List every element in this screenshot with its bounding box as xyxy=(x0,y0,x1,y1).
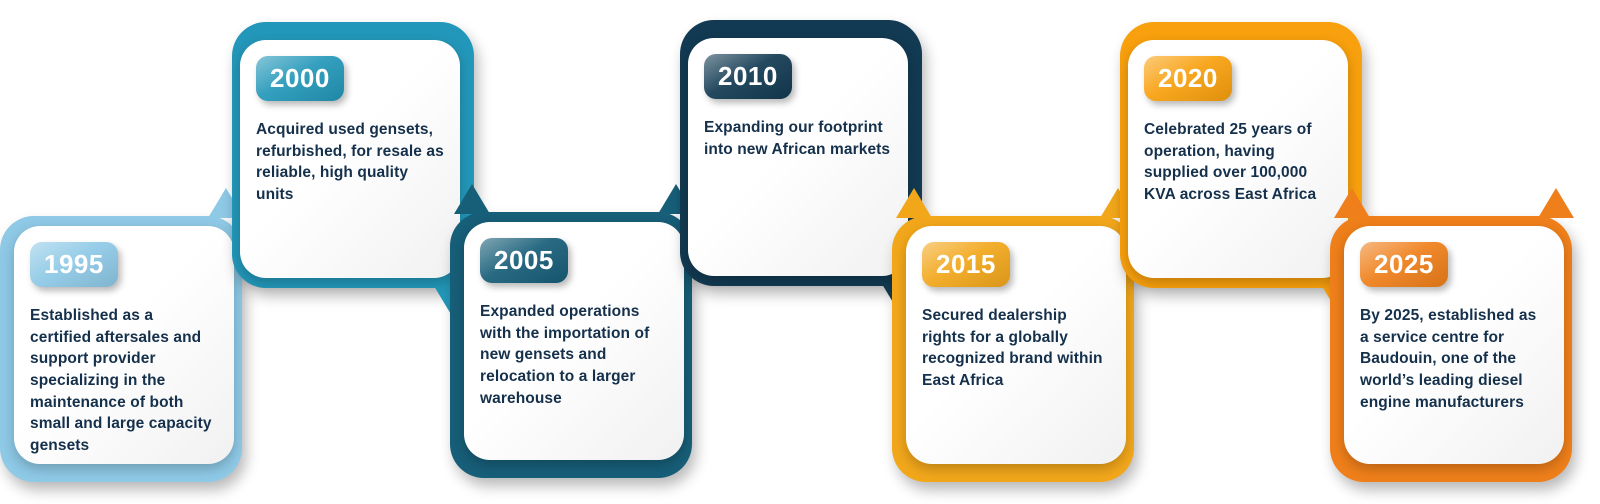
milestone-text: Acquired used gensets, refurbished, for … xyxy=(256,121,444,204)
card-panel: 1995 Established as a certified aftersal… xyxy=(14,226,234,464)
timeline-card-2015: 2015 Secured dealership rights for a glo… xyxy=(892,188,1136,482)
year-badge: 1995 xyxy=(30,242,118,287)
card-panel: 2020 Celebrated 25 years of operation, h… xyxy=(1128,40,1348,278)
milestone-text: Celebrated 25 years of operation, having… xyxy=(1144,121,1317,204)
card-panel: 2005 Expanded operations with the import… xyxy=(464,222,684,460)
timeline-card-2010: 2010 Expanding our footprint into new Af… xyxy=(680,20,922,314)
card-panel: 2025 By 2025, established as a service c… xyxy=(1344,226,1564,464)
card-panel: 2015 Secured dealership rights for a glo… xyxy=(906,226,1126,464)
year-badge: 2005 xyxy=(480,238,568,283)
milestone-text: Expanding our footprint into new African… xyxy=(704,119,891,158)
year-badge: 2010 xyxy=(704,54,792,99)
timeline-card-2020: 2020 Celebrated 25 years of operation, h… xyxy=(1120,22,1362,316)
milestone-text: Expanded operations with the importation… xyxy=(480,303,650,407)
milestone-text: Established as a certified aftersales an… xyxy=(30,307,212,455)
timeline-card-2000: 2000 Acquired used gensets, refurbished,… xyxy=(232,22,474,316)
card-panel: 2010 Expanding our footprint into new Af… xyxy=(688,38,908,276)
milestone-text: Secured dealership rights for a globally… xyxy=(922,307,1103,390)
timeline-card-2025: 2025 By 2025, established as a service c… xyxy=(1330,188,1574,482)
timeline-card-2005: 2005 Expanded operations with the import… xyxy=(450,184,694,478)
year-badge: 2020 xyxy=(1144,56,1232,101)
chevron-up-icon xyxy=(1538,188,1574,218)
year-badge: 2015 xyxy=(922,242,1010,287)
milestone-text: By 2025, established as a service centre… xyxy=(1360,307,1537,411)
card-panel: 2000 Acquired used gensets, refurbished,… xyxy=(240,40,460,278)
year-badge: 2000 xyxy=(256,56,344,101)
year-badge: 2025 xyxy=(1360,242,1448,287)
timeline-card-1995: 1995 Established as a certified aftersal… xyxy=(0,188,244,482)
